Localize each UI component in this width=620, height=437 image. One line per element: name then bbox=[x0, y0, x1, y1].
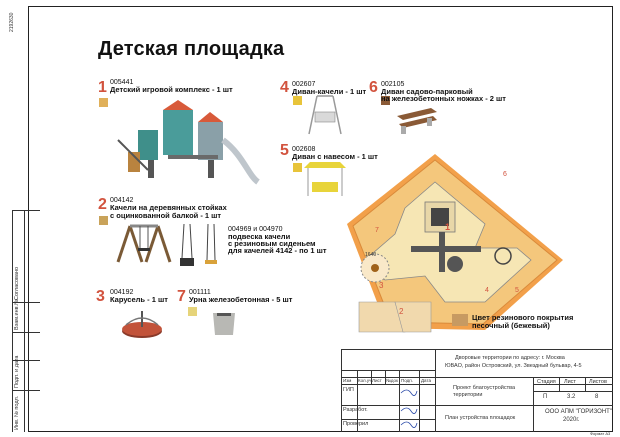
item-number-6: 6 bbox=[369, 79, 378, 96]
strip-approved: Согласовано bbox=[14, 266, 20, 300]
sheet-border bbox=[28, 6, 613, 432]
stamp-stage: П bbox=[543, 394, 548, 400]
strip-sign-date: Подп. и дата bbox=[14, 355, 20, 388]
site-plan: 1640 1 2 3 4 5 6 7 bbox=[347, 154, 563, 333]
play-complex-image bbox=[117, 100, 260, 185]
item-color-6 bbox=[381, 96, 390, 105]
signatures bbox=[400, 389, 418, 428]
binding-strip: Согласовано Взам.инв.№ Подп. и дата Инв.… bbox=[4, 210, 40, 432]
item-color-2 bbox=[99, 216, 108, 225]
item-name-2-line1: Качели на деревянных стойках bbox=[110, 203, 227, 212]
item-name-4: Диван-качели - 1 шт bbox=[292, 87, 367, 96]
item-name-2-line2: с оцинкованной балкой - 1 шт bbox=[110, 211, 222, 220]
document-number: 2192630 bbox=[9, 12, 15, 32]
legend-text-line2: песочный (бежевый) bbox=[472, 321, 550, 330]
stamp-col-podp: Подп. bbox=[401, 378, 413, 383]
stamp-stage-label: Стадия bbox=[537, 379, 556, 385]
item-name-3: Карусель - 1 шт bbox=[110, 295, 168, 304]
stamp-col-koluch: Кол.уч bbox=[358, 378, 372, 383]
item-code-1: 005441 bbox=[110, 79, 134, 86]
item-number-1: 1 bbox=[98, 79, 107, 96]
strip-inv-number: Инв. № подл. bbox=[14, 395, 20, 430]
plan-label-5: 5 bbox=[515, 287, 519, 294]
item-code-2: 004142 bbox=[110, 197, 134, 204]
page-title: Детская площадка bbox=[98, 38, 285, 60]
stamp-col-ndoc: №док bbox=[386, 378, 398, 383]
stamp-drawing-name: План устройства площадок bbox=[445, 415, 516, 421]
swing-image bbox=[116, 224, 172, 263]
legend-swatch bbox=[452, 314, 468, 326]
item-color-7 bbox=[188, 307, 197, 316]
item-color-1 bbox=[99, 98, 108, 107]
title-block: Дворовые территории по адресу: г. Москва… bbox=[341, 349, 613, 432]
stamp-org-line1: ООО АПМ "ГОРИЗОНТ" bbox=[545, 409, 612, 415]
stamp-col-list: Лист bbox=[372, 378, 382, 383]
stamp-sheets: 8 bbox=[595, 394, 599, 400]
item-name-2b-line3: для качелей 4142 - по 1 шт bbox=[228, 246, 327, 255]
park-bench-image bbox=[397, 108, 437, 134]
item-code-5: 002608 bbox=[292, 146, 316, 153]
item-number-3: 3 bbox=[96, 288, 105, 305]
stamp-address-line2: ЮВАО, район Островский, ул. Звездный бул… bbox=[445, 363, 582, 369]
stamp-developer: Разработ. bbox=[343, 407, 368, 413]
item-color-4 bbox=[293, 96, 302, 105]
strip-replace-inv: Взам.инв.№ bbox=[14, 298, 20, 330]
item-name-7: Урна железобетонная - 5 шт bbox=[189, 295, 293, 304]
item-name-1: Детский игровой комплекс - 1 шт bbox=[110, 85, 233, 94]
plan-label-3: 3 bbox=[379, 281, 384, 290]
plan-label-1: 1 bbox=[445, 222, 450, 232]
swing-sofa-image bbox=[308, 95, 342, 135]
item-code-4: 002607 bbox=[292, 81, 316, 88]
stamp-checker: Проверил bbox=[343, 421, 369, 427]
stamp-col-izm: Изм bbox=[343, 378, 352, 383]
item-code-2b: 004969 и 004970 bbox=[228, 226, 283, 233]
item-number-5: 5 bbox=[280, 142, 289, 159]
plan-dimension: 1640 bbox=[365, 252, 376, 258]
plan-label-6: 6 bbox=[503, 171, 507, 178]
format-label: Формат А3 bbox=[590, 431, 611, 436]
urn-image bbox=[213, 313, 235, 335]
carousel-image bbox=[122, 311, 162, 338]
plan-label-7: 7 bbox=[375, 227, 379, 234]
stamp-col-date: Дата bbox=[421, 378, 431, 383]
item-name-6-line2: на железобетонных ножках - 2 шт bbox=[381, 94, 506, 103]
stamp-org-line2: 2020г. bbox=[563, 417, 580, 423]
canopy-sofa-image bbox=[304, 162, 346, 196]
stamp-project-line1: Проект благоустройства bbox=[453, 385, 516, 391]
item-number-4: 4 bbox=[280, 79, 289, 96]
plan-label-4: 4 bbox=[485, 287, 489, 294]
stamp-address-line1: Дворовые территории по адресу: г. Москва bbox=[455, 355, 565, 361]
legend-text-line1: Цвет резинового покрытия bbox=[472, 313, 574, 322]
stamp-sheets-label: Листов bbox=[589, 379, 607, 385]
stamp-sheet-label: Лист bbox=[564, 379, 576, 385]
item-color-5 bbox=[293, 163, 302, 172]
swing-seats-image bbox=[180, 223, 217, 266]
item-code-6: 002105 bbox=[381, 81, 405, 88]
item-code-7: 001111 bbox=[189, 289, 211, 296]
item-name-2b-line2: с резиновым сиденьем bbox=[228, 239, 316, 248]
stamp-project-line2: территории bbox=[453, 392, 483, 398]
stamp-gip: ГИП bbox=[343, 387, 354, 393]
item-name-5: Диван с навесом - 1 шт bbox=[292, 152, 378, 161]
item-name-6-line1: Диван садово-парковый bbox=[381, 87, 473, 96]
item-number-2: 2 bbox=[98, 196, 107, 213]
item-code-3: 004192 bbox=[110, 289, 134, 296]
item-number-7: 7 bbox=[177, 288, 186, 305]
stamp-sheet: 3.2 bbox=[567, 394, 576, 400]
item-name-2b-line1: подвеска качели bbox=[228, 232, 291, 241]
plan-label-2: 2 bbox=[399, 307, 404, 316]
